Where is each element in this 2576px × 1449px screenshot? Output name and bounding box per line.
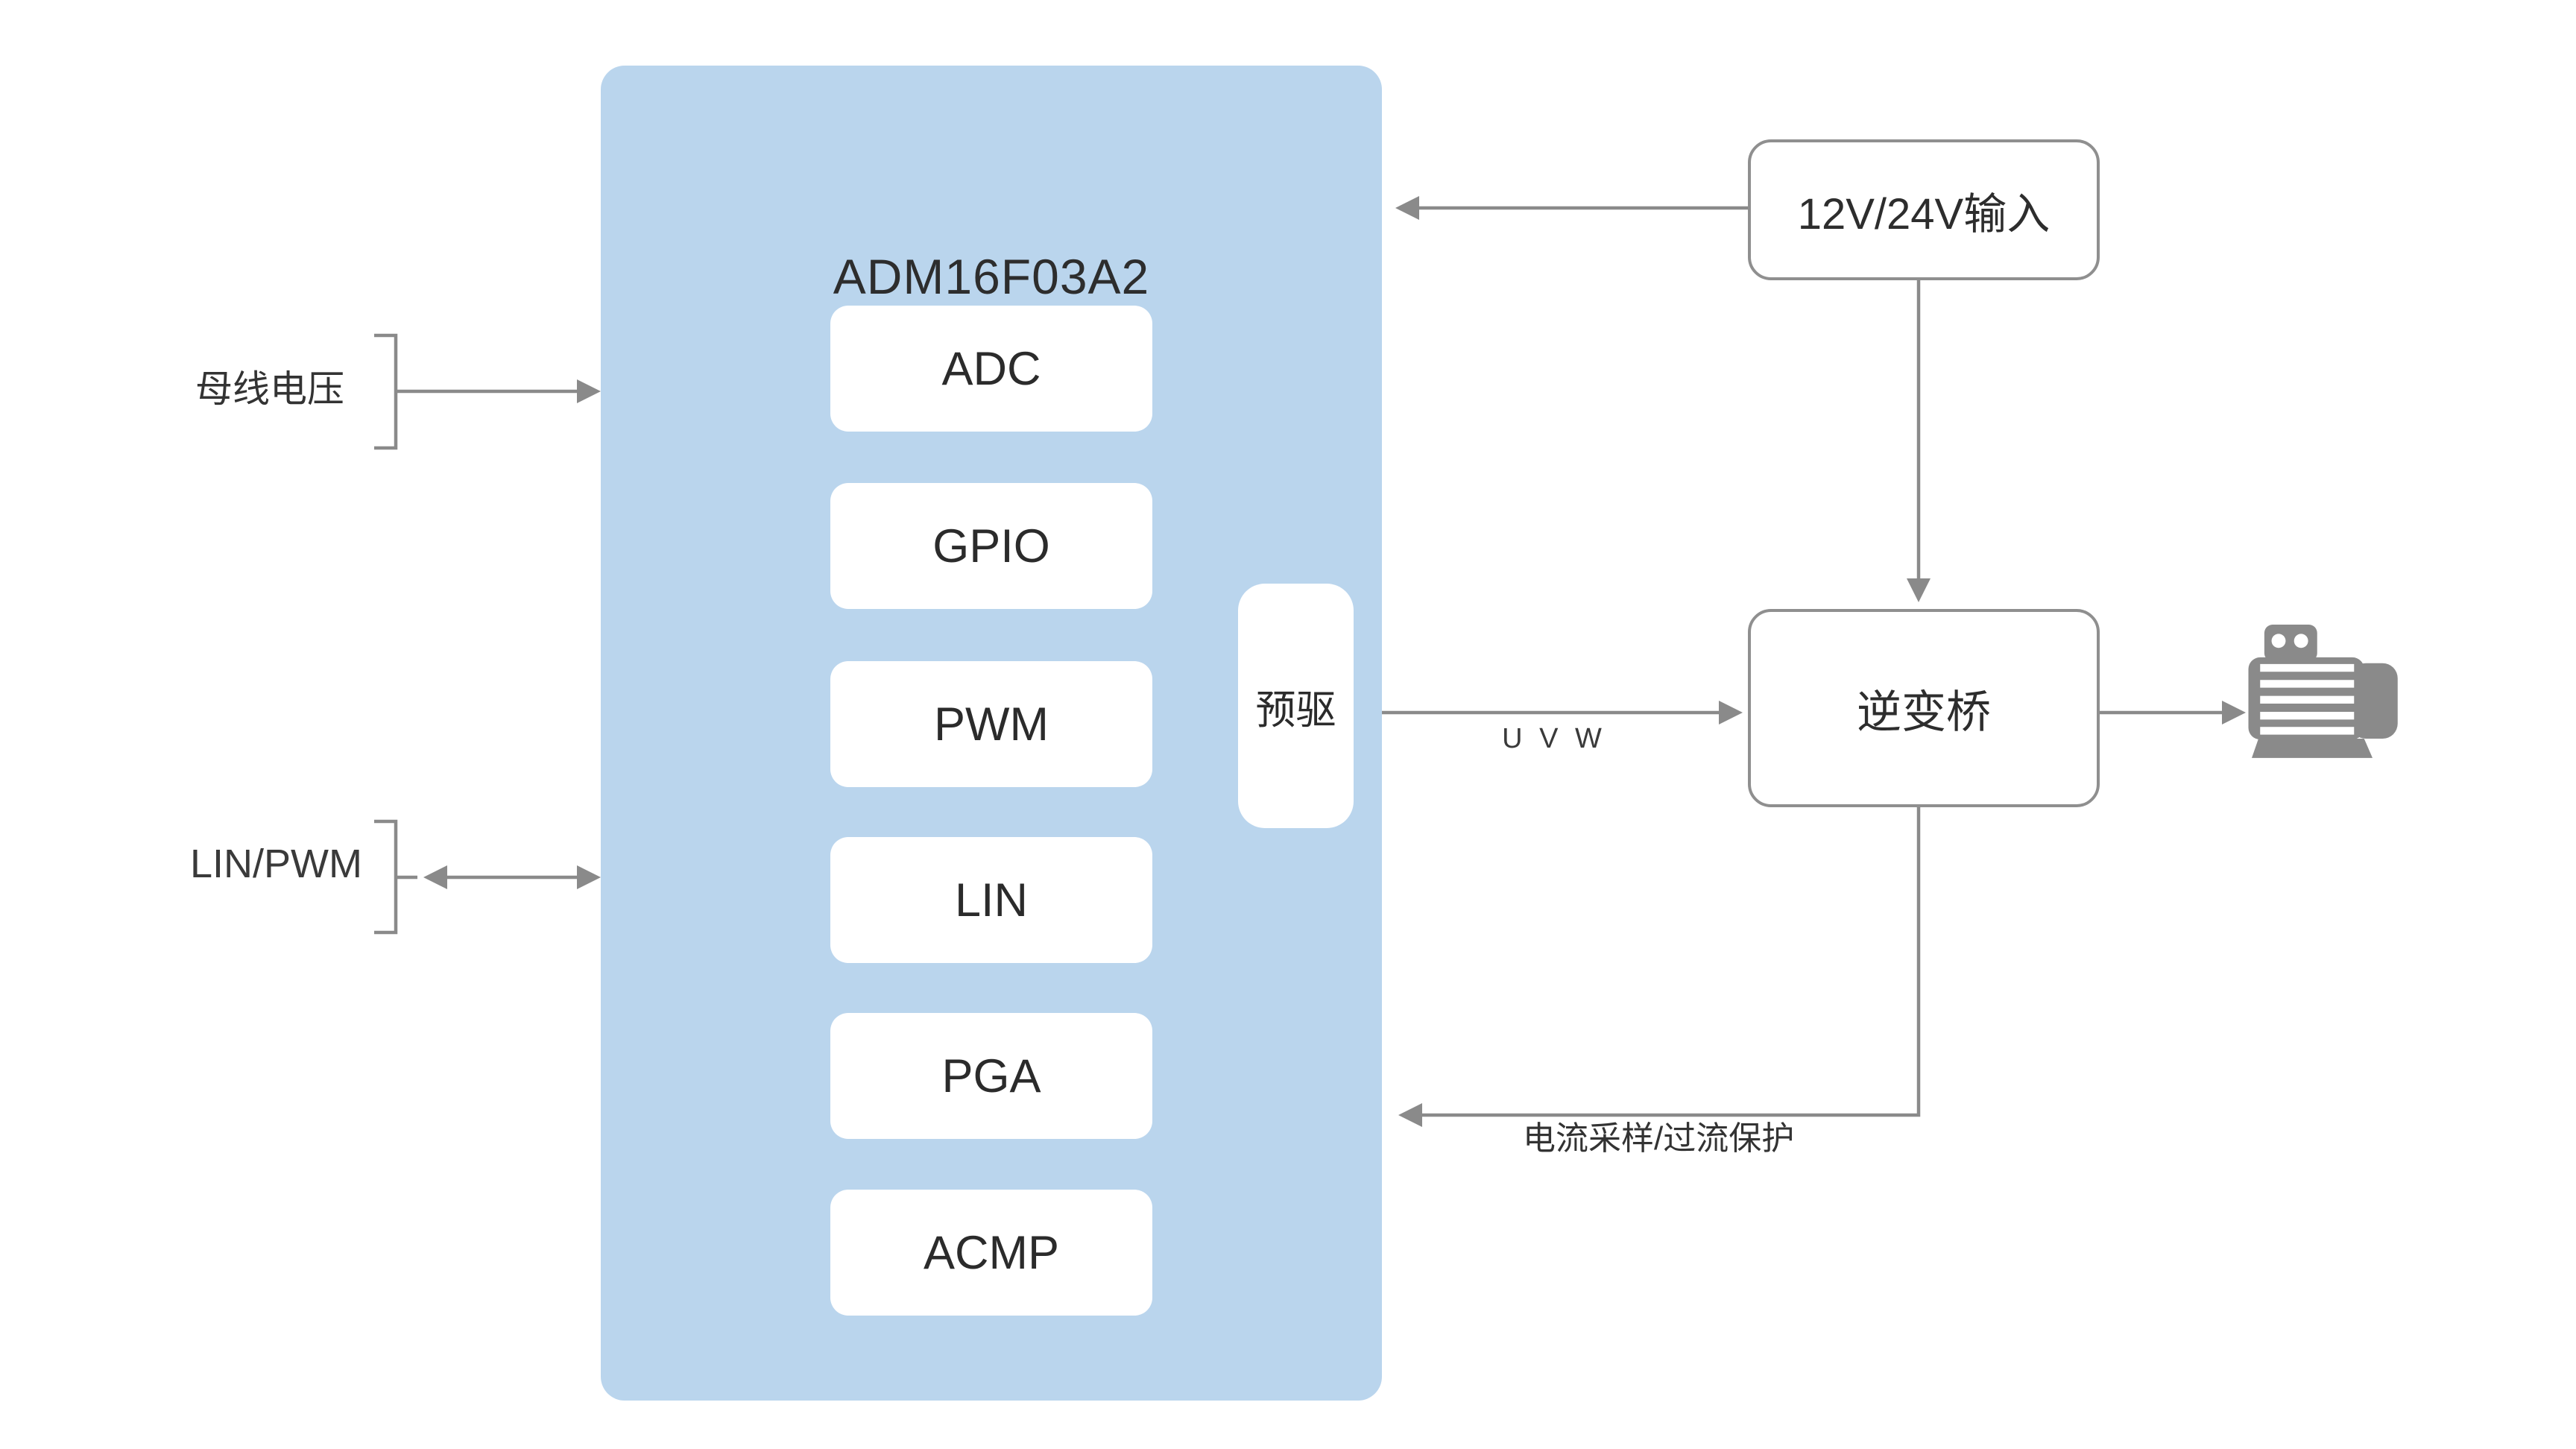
module-box-adc: ADC	[830, 306, 1152, 432]
chip-title: ADM16F03A2	[833, 249, 1150, 304]
module-label-pga: PGA	[941, 1049, 1041, 1102]
module-box-acmp: ACMP	[830, 1190, 1152, 1316]
arrowhead-uvw	[1719, 701, 1743, 724]
predriver-label: 预驱	[1255, 687, 1336, 733]
arrowhead-bus-voltage	[577, 379, 601, 403]
arrowhead-inverter-to-motor	[2222, 701, 2246, 724]
arrowhead-power-to-chip	[1395, 196, 1419, 220]
predriver-box: 预驱	[1238, 584, 1354, 828]
bracket-bus-voltage	[374, 333, 398, 450]
module-label-lin: LIN	[954, 874, 1029, 926]
module-box-lin: LIN	[830, 837, 1152, 963]
inverter-bridge-label: 逆变桥	[1857, 686, 1991, 737]
motor-icon	[2248, 625, 2398, 758]
module-label-acmp: ACMP	[923, 1226, 1060, 1279]
module-box-pwm: PWM	[830, 661, 1152, 787]
arrowhead-power-to-inverter	[1907, 578, 1931, 602]
arrowhead-lin-pwm-right	[577, 865, 601, 889]
lin-pwm-label: LIN/PWM	[190, 842, 363, 886]
module-label-pwm: PWM	[934, 698, 1049, 751]
motor-terminal-box	[2264, 625, 2317, 662]
current-sense-label: 电流采样/过流保护	[1523, 1120, 1795, 1157]
module-label-adc: ADC	[941, 342, 1041, 395]
module-box-gpio: GPIO	[830, 483, 1152, 609]
power-input-label: 12V/24V输入	[1797, 189, 2051, 239]
bracket-lin-pwm	[374, 819, 398, 935]
uvw-label: U V W	[1502, 723, 1606, 754]
module-box-pga: PGA	[830, 1013, 1152, 1139]
chip-block: ADM16F03A2 ADC GPIO PWM LIN PGA ACMP 预驱	[601, 66, 1382, 1401]
arrowhead-feedback	[1398, 1103, 1422, 1127]
module-label-gpio: GPIO	[932, 520, 1050, 572]
arrowhead-lin-pwm-left	[423, 865, 447, 889]
power-input-box: 12V/24V输入	[1748, 139, 2100, 280]
bus-voltage-label: 母线电压	[195, 368, 344, 410]
arrow-feedback-line	[1421, 807, 1921, 1117]
inverter-bridge-box: 逆变桥	[1748, 609, 2100, 807]
motor-base	[2252, 739, 2373, 758]
